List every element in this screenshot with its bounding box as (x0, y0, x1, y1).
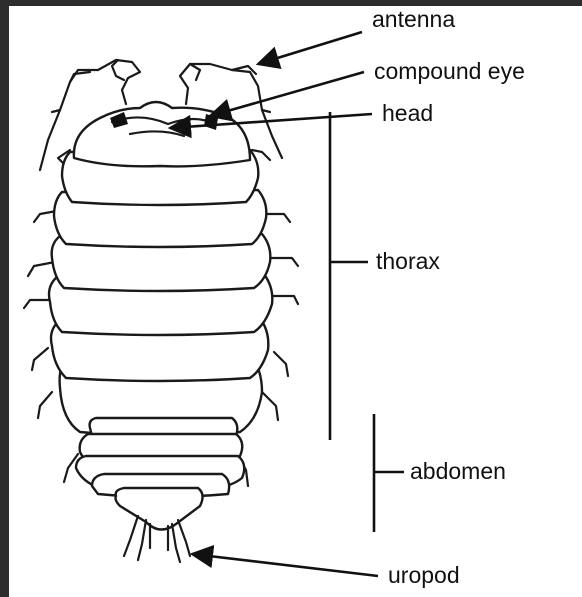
label-antenna: antenna (372, 6, 455, 32)
label-uropod: uropod (388, 562, 460, 588)
thorax-segments (49, 150, 272, 436)
isopod-illustration (24, 60, 298, 562)
label-abdomen: abdomen (410, 458, 506, 484)
compound-eye-pointer (210, 72, 364, 116)
antenna-pointer (258, 32, 362, 64)
abdomen-segments (76, 418, 244, 530)
label-compound-eye: compound eye (374, 58, 525, 84)
diagram-canvas: antenna compound eye head thorax abdomen… (9, 6, 582, 597)
uropod-pointer (192, 554, 378, 576)
label-head: head (382, 100, 433, 126)
labels: antenna compound eye head thorax abdomen… (372, 6, 525, 588)
label-thorax: thorax (376, 248, 440, 274)
